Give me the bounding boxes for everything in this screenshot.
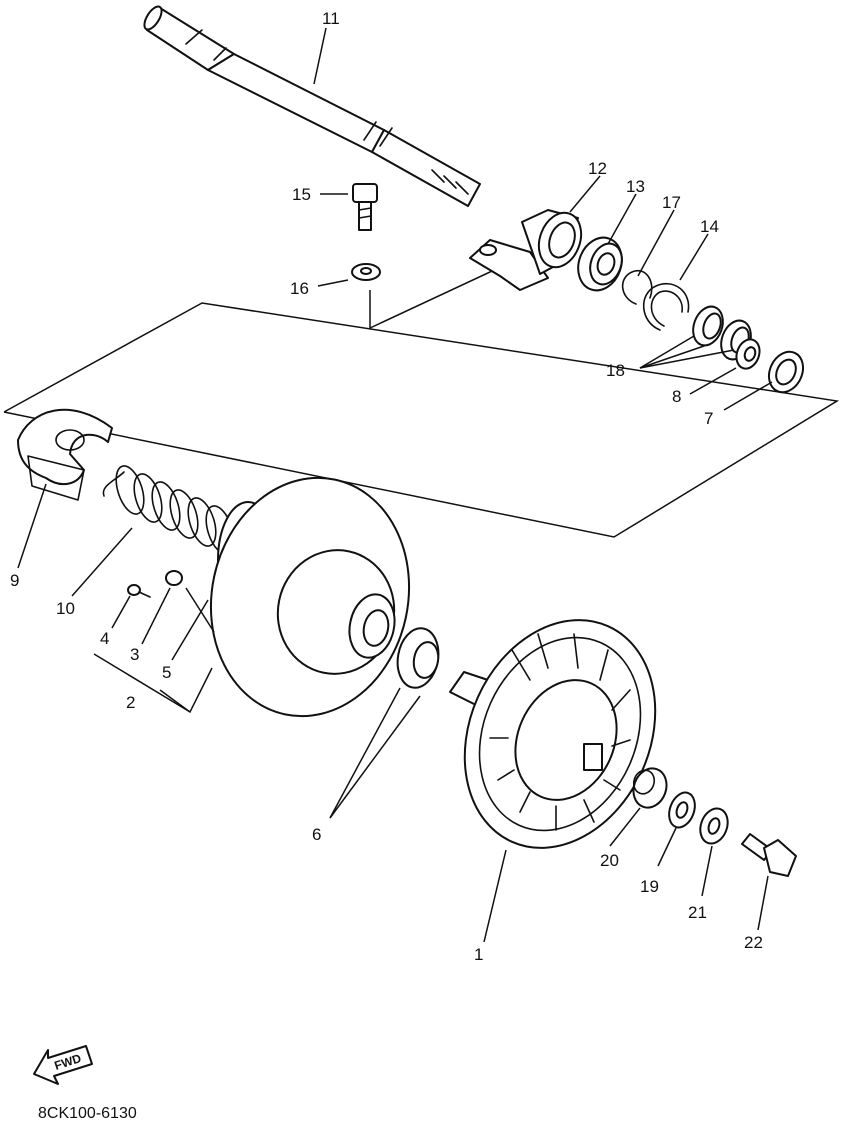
part-6-bushings — [396, 627, 440, 689]
part-13-ball-bearing — [577, 236, 623, 292]
callout-4: 4 — [100, 629, 109, 648]
part-7-washer — [767, 350, 805, 394]
callout-3: 3 — [130, 645, 139, 664]
part-11-shaft — [143, 5, 481, 207]
callout-10: 10 — [56, 599, 75, 618]
callout-8: 8 — [672, 387, 681, 406]
part-19-washer — [668, 791, 696, 829]
part-17-circlip — [621, 269, 653, 305]
callout-19: 19 — [640, 877, 659, 896]
part-9-cam — [17, 408, 113, 501]
leader-lines — [17, 27, 773, 943]
callout-18: 18 — [606, 361, 625, 380]
assembly-group-outline — [3, 302, 840, 538]
part-3-plug — [165, 570, 183, 586]
leader-16-to-bracket — [369, 257, 521, 330]
callout-9: 9 — [10, 571, 19, 590]
part-16-washer — [351, 263, 381, 281]
part-1-fixed-sheave — [449, 619, 657, 849]
callout-16: 16 — [290, 279, 309, 298]
callout-2: 2 — [126, 693, 135, 712]
part-8-bushing — [735, 338, 761, 370]
part-4-screw — [127, 584, 151, 598]
callout-11: 11 — [322, 9, 340, 28]
part-18-spacer-set — [692, 305, 752, 361]
part-12-bearing-housing — [469, 209, 583, 291]
callout-1: 1 — [474, 945, 483, 964]
drawing-code: 8CK100-6130 — [38, 1105, 137, 1122]
part-21-washer — [699, 807, 729, 845]
callout-15: 15 — [292, 185, 311, 204]
callout-21: 21 — [688, 903, 707, 922]
callout-7: 7 — [704, 409, 713, 428]
callout-20: 20 — [600, 851, 619, 870]
part-10-spring — [102, 465, 235, 555]
callout-17: 17 — [662, 193, 681, 212]
fwd-direction-arrow: FWD — [33, 1045, 93, 1085]
part-20-collar — [632, 767, 668, 809]
callout-13: 13 — [626, 177, 645, 196]
part-15-bolt — [352, 183, 378, 231]
part-14-retaining-ring — [642, 283, 690, 331]
callout-14: 14 — [700, 217, 719, 236]
callout-6: 6 — [312, 825, 321, 844]
callout-22: 22 — [744, 933, 763, 952]
callout-12: 12 — [588, 159, 607, 178]
part-2-movable-sheave — [209, 476, 411, 718]
part-22-bolt — [741, 833, 797, 877]
callout-5: 5 — [162, 663, 171, 682]
